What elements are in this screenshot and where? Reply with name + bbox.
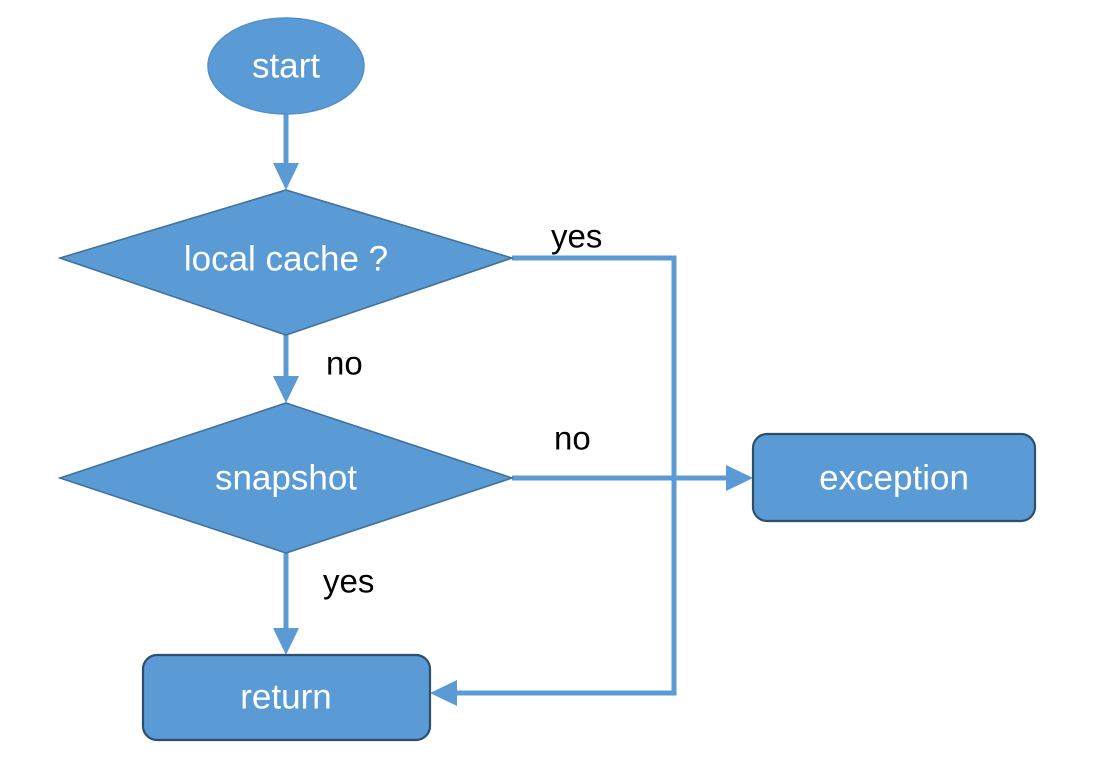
node-return[interactable]: return	[141, 653, 432, 742]
node-snapshot-label: snapshot	[215, 458, 357, 497]
node-local-cache[interactable]: local cache ?	[57, 189, 515, 336]
node-exception-label: exception	[819, 458, 969, 497]
node-return-label: return	[240, 677, 331, 716]
local-cache-diamond-shape	[57, 189, 515, 336]
connector-start-to-local-cache	[273, 104, 299, 190]
start-ellipse-shape	[207, 17, 365, 115]
connector-local-cache-no-to-snapshot	[273, 335, 299, 403]
edge-label-local-cache-no: no	[326, 345, 363, 382]
snapshot-diamond-shape	[57, 402, 515, 554]
node-local-cache-label: local cache ?	[184, 239, 388, 278]
edge-label-snapshot-yes: yes	[323, 563, 374, 600]
arrowhead-down-icon	[273, 628, 299, 655]
return-rect-shape	[141, 653, 432, 742]
node-start[interactable]: start	[207, 17, 365, 115]
node-exception[interactable]: exception	[751, 432, 1037, 523]
exception-rect-shape	[751, 432, 1037, 523]
arrowhead-down-icon	[273, 163, 299, 190]
node-start-label: start	[252, 46, 320, 85]
connector-snapshot-yes-to-return	[273, 553, 299, 655]
arrowhead-left-icon	[430, 680, 457, 706]
connector-snapshot-no-to-exception	[512, 465, 753, 491]
arrowhead-down-icon	[273, 376, 299, 403]
edge-label-snapshot-no: no	[554, 420, 591, 457]
node-snapshot[interactable]: snapshot	[57, 402, 515, 554]
arrowhead-right-icon	[726, 465, 753, 491]
edge-label-local-cache-yes: yes	[551, 218, 602, 255]
